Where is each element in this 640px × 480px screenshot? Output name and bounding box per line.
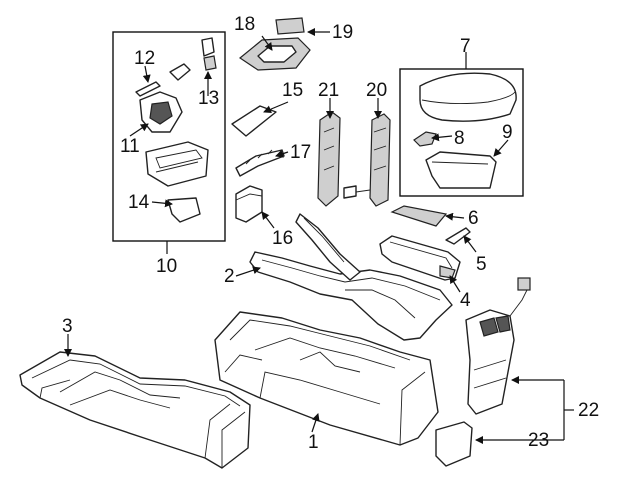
callout-2: 2 bbox=[224, 266, 235, 287]
part-12-insert bbox=[135, 63, 191, 97]
part-17-rail bbox=[235, 149, 285, 177]
part-7-armrest-lid bbox=[419, 72, 517, 122]
part-3-lower-console-rear bbox=[19, 351, 251, 469]
callout-16: 16 bbox=[272, 228, 293, 249]
leader-lines bbox=[64, 28, 574, 444]
callout-18: 18 bbox=[234, 14, 255, 35]
part-23-ash-cup bbox=[435, 421, 473, 467]
callout-15: 15 bbox=[282, 80, 303, 101]
part-5-clip bbox=[445, 227, 471, 245]
callout-13: 13 bbox=[198, 88, 219, 109]
part-18-shift-bezel bbox=[238, 37, 311, 71]
callout-19: 19 bbox=[332, 22, 353, 43]
callout-1: 1 bbox=[308, 432, 319, 453]
callout-7: 7 bbox=[460, 36, 471, 57]
part-16-bracket bbox=[235, 185, 263, 223]
part-4-storage-tray bbox=[379, 235, 461, 281]
callout-5: 5 bbox=[476, 254, 487, 275]
part-14-plate bbox=[167, 197, 201, 223]
part-6-mat bbox=[390, 205, 448, 227]
part-21-side-panel bbox=[317, 111, 341, 207]
callout-12: 12 bbox=[134, 48, 155, 69]
part-19-switch bbox=[275, 17, 305, 35]
callout-4: 4 bbox=[460, 290, 471, 311]
part-8-latch bbox=[413, 131, 437, 147]
callout-23: 23 bbox=[528, 430, 549, 451]
callout-14: 14 bbox=[128, 192, 150, 213]
part-22-rear-vent bbox=[465, 277, 531, 415]
part-9-storage-bin bbox=[425, 151, 497, 189]
group-box-7 bbox=[399, 68, 524, 197]
part-13-connector bbox=[201, 37, 217, 71]
callout-8: 8 bbox=[454, 128, 465, 149]
part-11-housing bbox=[139, 91, 183, 133]
callout-10: 10 bbox=[156, 256, 177, 277]
part-20-side-panel bbox=[343, 113, 391, 207]
part-1-console-base bbox=[214, 311, 439, 446]
group-box-10 bbox=[112, 31, 226, 242]
callout-labels: 1 2 3 4 5 6 7 8 9 10 11 12 13 14 15 16 1… bbox=[62, 14, 599, 453]
callout-22: 22 bbox=[578, 400, 599, 421]
callout-21: 21 bbox=[318, 80, 339, 101]
callout-3: 3 bbox=[62, 316, 73, 337]
callout-20: 20 bbox=[366, 80, 387, 101]
part-2-console-trim bbox=[249, 213, 453, 341]
part-15-pad bbox=[231, 105, 277, 137]
callout-11: 11 bbox=[120, 136, 140, 157]
callout-9: 9 bbox=[502, 122, 513, 143]
part-ashtray-assembly bbox=[145, 141, 209, 187]
callout-6: 6 bbox=[468, 208, 479, 229]
callout-17: 17 bbox=[290, 142, 311, 163]
